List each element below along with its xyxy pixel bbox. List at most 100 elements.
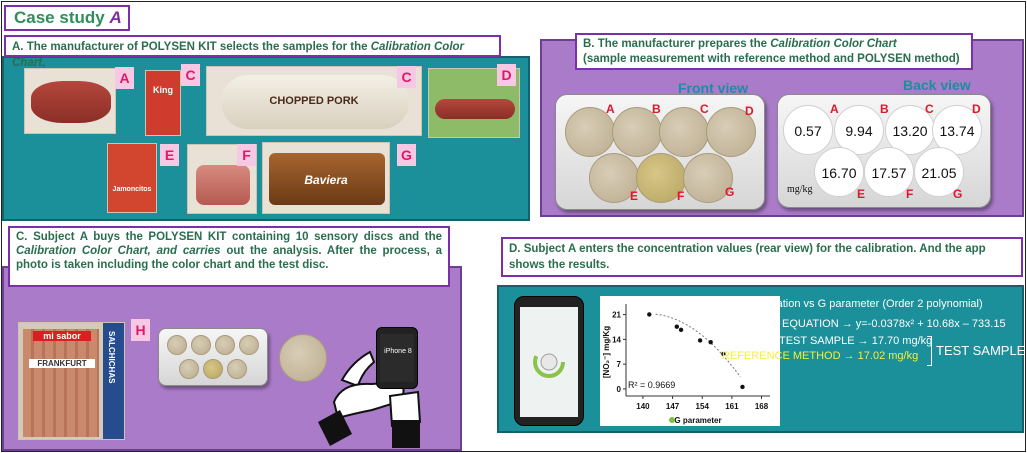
data-point-2: [678, 327, 684, 333]
back-unit-label: mg/kg: [787, 184, 813, 195]
title-letter: A: [109, 8, 122, 27]
test-sample-bracket-label: TEST SAMPLE: [936, 343, 1026, 358]
panel-d-caption-line1: D. Subject A enters the concentration va…: [509, 243, 986, 255]
back-disc-e: 16.70: [814, 147, 864, 197]
panel-c-caption-part1: C. Subject A buys the POLYSEN KIT contai…: [16, 231, 442, 243]
y-tick-label-2: 7: [617, 360, 622, 369]
y-tick-label-1: 14: [612, 335, 621, 344]
reference-method-result: REFERENCE METHOD → 17.02 mg/kg: [722, 350, 919, 362]
front-letter-g: G: [725, 185, 735, 199]
back-letter-c: C: [925, 102, 934, 116]
sample-photo-g: Baviera: [262, 142, 390, 214]
front-view-label: Front view: [678, 80, 749, 96]
sample-tag-g: G: [397, 144, 416, 166]
data-point-1: [674, 324, 680, 329]
front-color-chart: [555, 94, 765, 210]
chart-background: [600, 296, 780, 426]
back-color-chart: 0.57 9.94 13.20 13.74 16.70 17.57 21.05: [777, 94, 991, 208]
sample-tag-h: H: [131, 319, 150, 341]
panel-d-caption-line2: shows the results.: [509, 259, 610, 271]
panel-a-caption-main: A. The manufacturer of POLYSEN KIT selec…: [12, 41, 371, 53]
back-letter-a: A: [830, 102, 839, 116]
sample-photo-a: [24, 68, 116, 134]
app-logo-icon: [533, 346, 565, 378]
panel-b-caption-italic: Calibration Color Chart: [770, 38, 897, 50]
y-tick-label-3: 0: [617, 385, 622, 394]
x-tick-label-4: 168: [755, 402, 769, 411]
iphone-8: iPhone 8: [376, 327, 418, 389]
case-study-title: Case study A: [4, 5, 130, 31]
kit-disc-4: [239, 335, 259, 355]
iphone-screen: [380, 334, 414, 382]
x-tick-label-1: 147: [666, 402, 680, 411]
sample-photo-b: King: [145, 70, 181, 136]
front-letter-a: A: [606, 102, 615, 116]
front-disc-e: [589, 153, 639, 203]
kit-color-chart: [158, 328, 268, 386]
kit-disc-3: [215, 335, 235, 355]
front-letter-b: B: [652, 102, 661, 116]
fit-curve: [655, 313, 741, 378]
front-disc-c: [659, 107, 709, 157]
kit-disc-6: [203, 359, 223, 379]
sample-label-g: Baviera: [304, 173, 348, 187]
data-point-6: [740, 384, 745, 390]
back-letter-d: D: [972, 102, 981, 116]
back-disc-g: 21.05: [914, 147, 964, 197]
package-title: FRANKFURT: [29, 359, 95, 368]
front-letter-f: F: [677, 189, 685, 203]
kit-disc-7: [227, 359, 247, 379]
x-axis-label: G parameter: [674, 416, 721, 425]
x-tick-label-2: 154: [696, 402, 710, 411]
test-disc: [279, 334, 327, 382]
back-letter-e: E: [857, 187, 866, 201]
data-point-5: [721, 351, 726, 357]
sample-photo-c: CHOPPED PORK: [206, 66, 422, 136]
r2-label: R² = 0.9669: [628, 380, 675, 390]
sample-tag-f: F: [237, 144, 256, 166]
result-bracket: [927, 336, 932, 366]
kit-disc-1: [167, 335, 187, 355]
back-view-label: Back view: [903, 77, 971, 93]
kit-disc-5: [179, 359, 199, 379]
package-brand: mi sabor: [33, 331, 91, 341]
sample-tag-d: D: [497, 64, 516, 86]
sample-label-c: CHOPPED PORK: [269, 95, 359, 107]
kit-disc-2: [191, 335, 211, 355]
front-letter-c: C: [700, 102, 709, 116]
x-axis-label-g-marker: [669, 417, 675, 423]
back-disc-d: 13.74: [932, 105, 982, 155]
sample-label-e: Jamoncitos: [112, 186, 152, 193]
x-tick-label-0: 140: [636, 402, 650, 411]
front-disc-d: [706, 107, 756, 157]
app-screen: [520, 307, 578, 417]
sample-photo-e: Jamoncitos: [107, 143, 157, 213]
test-sample-result: TEST SAMPLE → 17.70 mg/kg: [779, 335, 933, 347]
panel-c-caption: C. Subject A buys the POLYSEN KIT contai…: [8, 226, 450, 287]
x-tick-label-3: 161: [725, 402, 739, 411]
sample-tag-e: E: [160, 144, 179, 166]
panel-b-caption-line2: (sample measurement with reference metho…: [583, 53, 960, 65]
package-side-label: SALCHICHAS: [107, 331, 116, 384]
back-disc-c: 13.20: [885, 105, 935, 155]
panel-a-caption: A. The manufacturer of POLYSEN KIT selec…: [4, 35, 501, 69]
data-point-3: [697, 338, 703, 343]
panel-c-caption-part2: out the analysis. After the process, a p…: [16, 245, 442, 271]
panel-a-caption-italic: Calibration Color Chart: [12, 41, 465, 69]
sample-photo-h: SALCHICHAS mi sabor FRANKFURT: [18, 322, 125, 440]
back-disc-a: 0.57: [783, 105, 833, 155]
data-point-4: [708, 340, 713, 345]
best-fit-text: BEST FIT → Concentration vs G parameter …: [667, 298, 983, 310]
equation-text: EQUATION → y=-0.0378x² + 10.68x – 733.15: [782, 318, 1006, 330]
back-letter-b: B: [880, 102, 889, 116]
hand-holding-phone-illustration: [318, 348, 422, 448]
back-letter-f: F: [906, 187, 914, 201]
iphone-label: iPhone 8: [384, 348, 412, 355]
panel-b-caption: B. The manufacturer prepares the Calibra…: [575, 33, 973, 70]
y-tick-label-0: 21: [612, 311, 621, 320]
back-letter-g: G: [953, 187, 963, 201]
sample-tag-a: A: [115, 67, 134, 89]
y-axis-label: [NO₂⁻] mg/Kg: [602, 326, 611, 378]
